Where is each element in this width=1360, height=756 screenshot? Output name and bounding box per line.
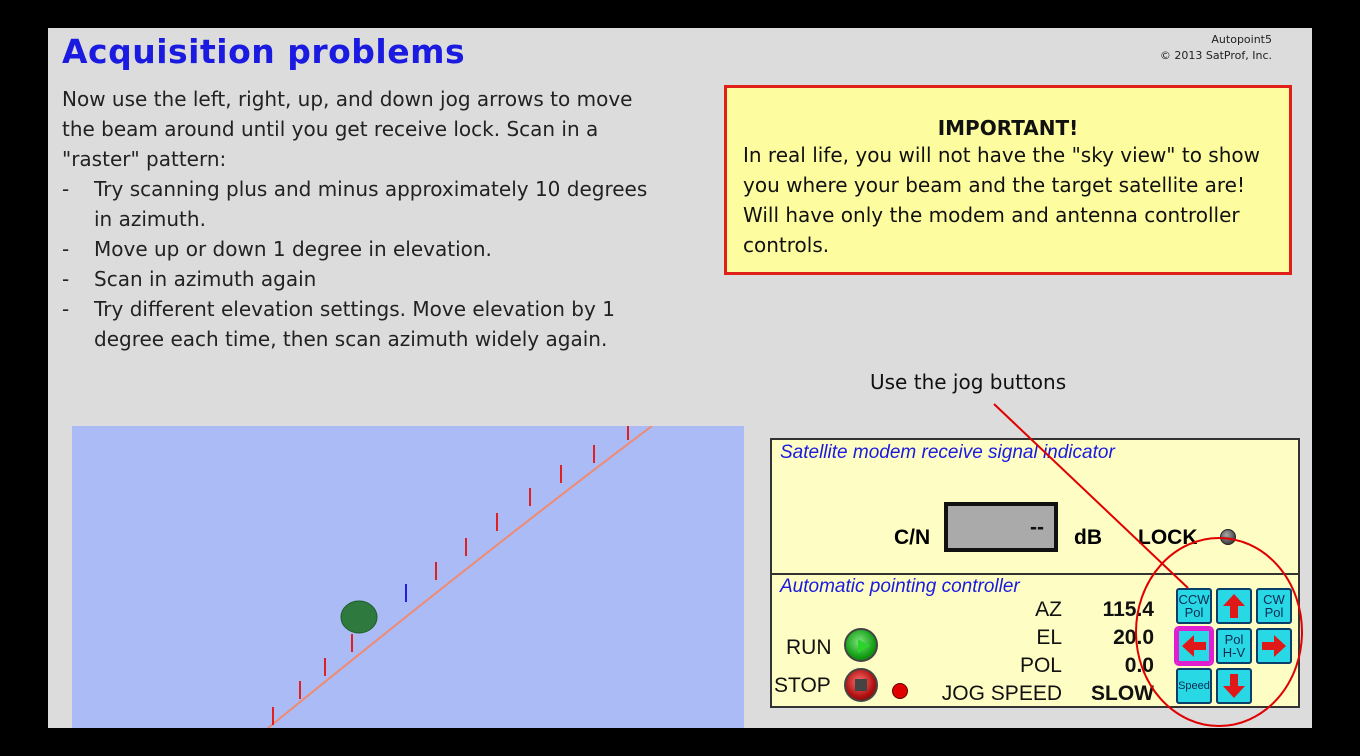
arrow-right-icon xyxy=(1262,635,1286,657)
jog-speed-button[interactable]: Speed xyxy=(1176,668,1212,704)
antenna-beam xyxy=(340,600,378,634)
jog-speed-label: JOG SPEED xyxy=(941,682,1062,705)
jog-callout-label: Use the jog buttons xyxy=(870,370,1067,394)
sky-view xyxy=(72,426,744,728)
pol-value: 0.0 xyxy=(1124,654,1154,677)
db-unit-label: dB xyxy=(1074,526,1102,549)
speed-label: Speed xyxy=(1178,679,1210,692)
jog-speed-value: SLOW xyxy=(1091,682,1154,705)
jog-left-button[interactable] xyxy=(1174,626,1214,666)
bullet-text: Move up or down 1 degree in elevation. xyxy=(94,237,492,261)
instructions-intro: Now use the left, right, up, and down jo… xyxy=(62,87,633,171)
az-value: 115.4 xyxy=(1102,598,1154,621)
arrow-up-icon xyxy=(1223,594,1245,618)
cn-label: C/N xyxy=(894,526,931,549)
cn-value: -- xyxy=(1030,516,1044,539)
lock-label: LOCK xyxy=(1138,526,1198,549)
list-item: -Scan in azimuth again xyxy=(62,264,662,294)
bullet-text: Try different elevation settings. Move e… xyxy=(94,297,615,351)
pol-label: POL xyxy=(1019,654,1062,677)
list-item: -Try scanning plus and minus approximate… xyxy=(62,174,662,234)
ccw-pol-label: CCW Pol xyxy=(1178,592,1210,620)
panel-divider xyxy=(772,573,1298,575)
cw-pol-label: CW Pol xyxy=(1263,592,1285,620)
bullet-text: Scan in azimuth again xyxy=(94,267,317,291)
bullet-dash: - xyxy=(62,237,70,261)
lock-indicator-light xyxy=(1220,529,1236,545)
slide: Acquisition problems Autopoint5 © 2013 S… xyxy=(48,28,1312,728)
geo-arc xyxy=(267,426,653,728)
bullet-dash: - xyxy=(62,267,70,291)
satellite-markers xyxy=(272,426,629,725)
stop-label: STOP xyxy=(774,674,831,697)
credit-copyright: © 2013 SatProf, Inc. xyxy=(1159,49,1272,62)
bullet-dash: - xyxy=(62,177,70,201)
bullet-text: Try scanning plus and minus approximatel… xyxy=(94,177,648,231)
modem-title: Satellite modem receive signal indicator xyxy=(780,442,1115,463)
ccw-pol-button[interactable]: CCW Pol xyxy=(1176,588,1212,624)
pol-hv-button[interactable]: Pol H-V xyxy=(1216,628,1252,664)
sky-view-canvas xyxy=(267,426,653,728)
credit-module: Autopoint5 xyxy=(1211,33,1272,46)
el-label: EL xyxy=(1036,626,1062,649)
important-title: IMPORTANT! xyxy=(937,116,1079,140)
important-note: IMPORTANT! In real life, you will not ha… xyxy=(724,85,1292,275)
page-title: Acquisition problems xyxy=(62,32,466,71)
jog-down-button[interactable] xyxy=(1216,668,1252,704)
instructions-list: -Try scanning plus and minus approximate… xyxy=(62,174,662,354)
jog-right-button[interactable] xyxy=(1256,628,1292,664)
cn-display: -- xyxy=(944,502,1058,552)
important-text: In real life, you will not have the "sky… xyxy=(743,143,1260,257)
credit: Autopoint5 © 2013 SatProf, Inc. xyxy=(1160,32,1272,64)
cw-pol-button[interactable]: CW Pol xyxy=(1256,588,1292,624)
jog-up-button[interactable] xyxy=(1216,588,1252,624)
run-button[interactable] xyxy=(844,628,878,662)
run-label: RUN xyxy=(786,636,832,659)
pol-hv-label: Pol H-V xyxy=(1222,632,1246,660)
arrow-left-icon xyxy=(1182,635,1206,657)
controller-title: Automatic pointing controller xyxy=(780,576,1020,597)
instructions: Now use the left, right, up, and down jo… xyxy=(62,84,662,354)
bullet-dash: - xyxy=(62,297,70,321)
list-item: -Move up or down 1 degree in elevation. xyxy=(62,234,662,264)
az-label: AZ xyxy=(1035,598,1062,621)
stop-button[interactable] xyxy=(844,668,878,702)
list-item: -Try different elevation settings. Move … xyxy=(62,294,662,354)
el-value: 20.0 xyxy=(1113,626,1154,649)
status-indicator-light xyxy=(892,683,908,699)
arrow-down-icon xyxy=(1223,674,1245,698)
control-panel: Satellite modem receive signal indicator… xyxy=(770,438,1300,708)
